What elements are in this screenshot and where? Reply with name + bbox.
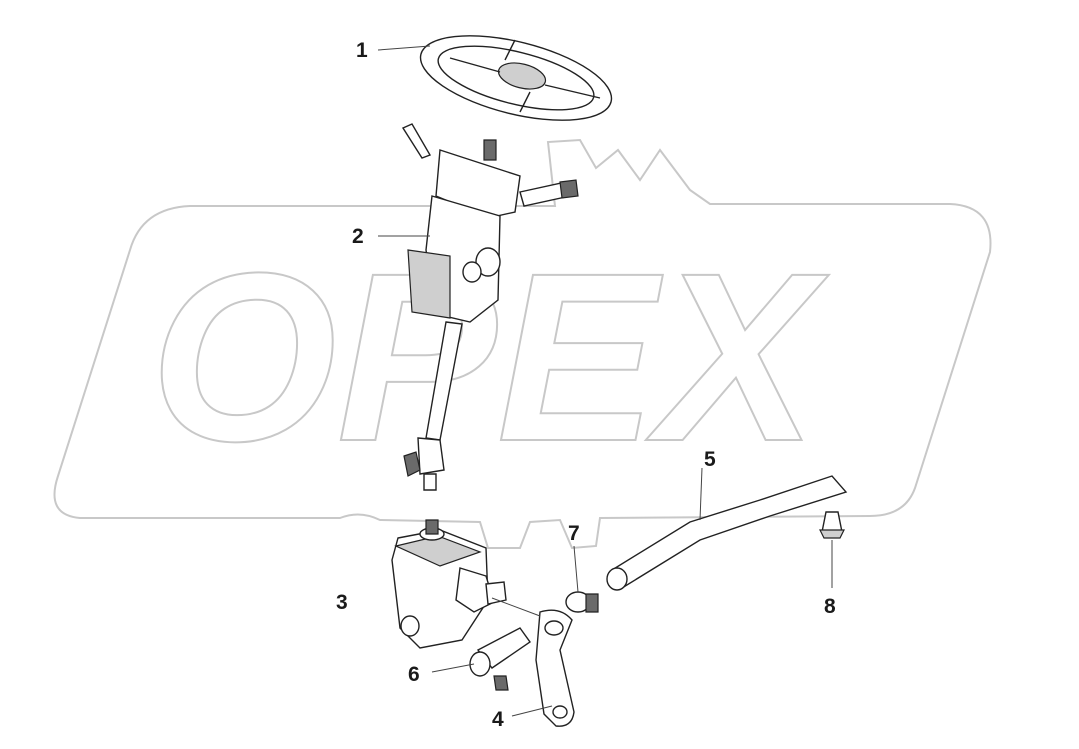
callout-8: 8: [824, 595, 836, 618]
leader-lines: [377, 45, 833, 717]
callout-5: 5: [704, 448, 716, 471]
steering-column: [401, 123, 579, 491]
leader-6: [431, 663, 475, 673]
tie-rod-end: [469, 627, 531, 691]
leader-7: [573, 545, 579, 593]
callout-7: 7: [568, 522, 580, 545]
callout-3: 3: [336, 591, 348, 614]
pitman-arm: [535, 609, 575, 727]
leader-4: [511, 705, 553, 717]
leader-1: [377, 45, 431, 51]
leader-3-shaft: [491, 597, 541, 617]
leader-5: [699, 467, 703, 521]
watermark-gear-outline: [53, 138, 992, 550]
drag-link-rod: [606, 475, 848, 591]
callout-6: 6: [408, 663, 420, 686]
steering-gear-box: [391, 519, 507, 649]
callout-2: 2: [352, 225, 364, 248]
drag-link-joint: [565, 591, 599, 613]
steering-wheel: [419, 35, 613, 121]
callout-4: 4: [492, 708, 504, 731]
callout-1: 1: [356, 39, 368, 62]
grease-fitting: [819, 511, 845, 539]
